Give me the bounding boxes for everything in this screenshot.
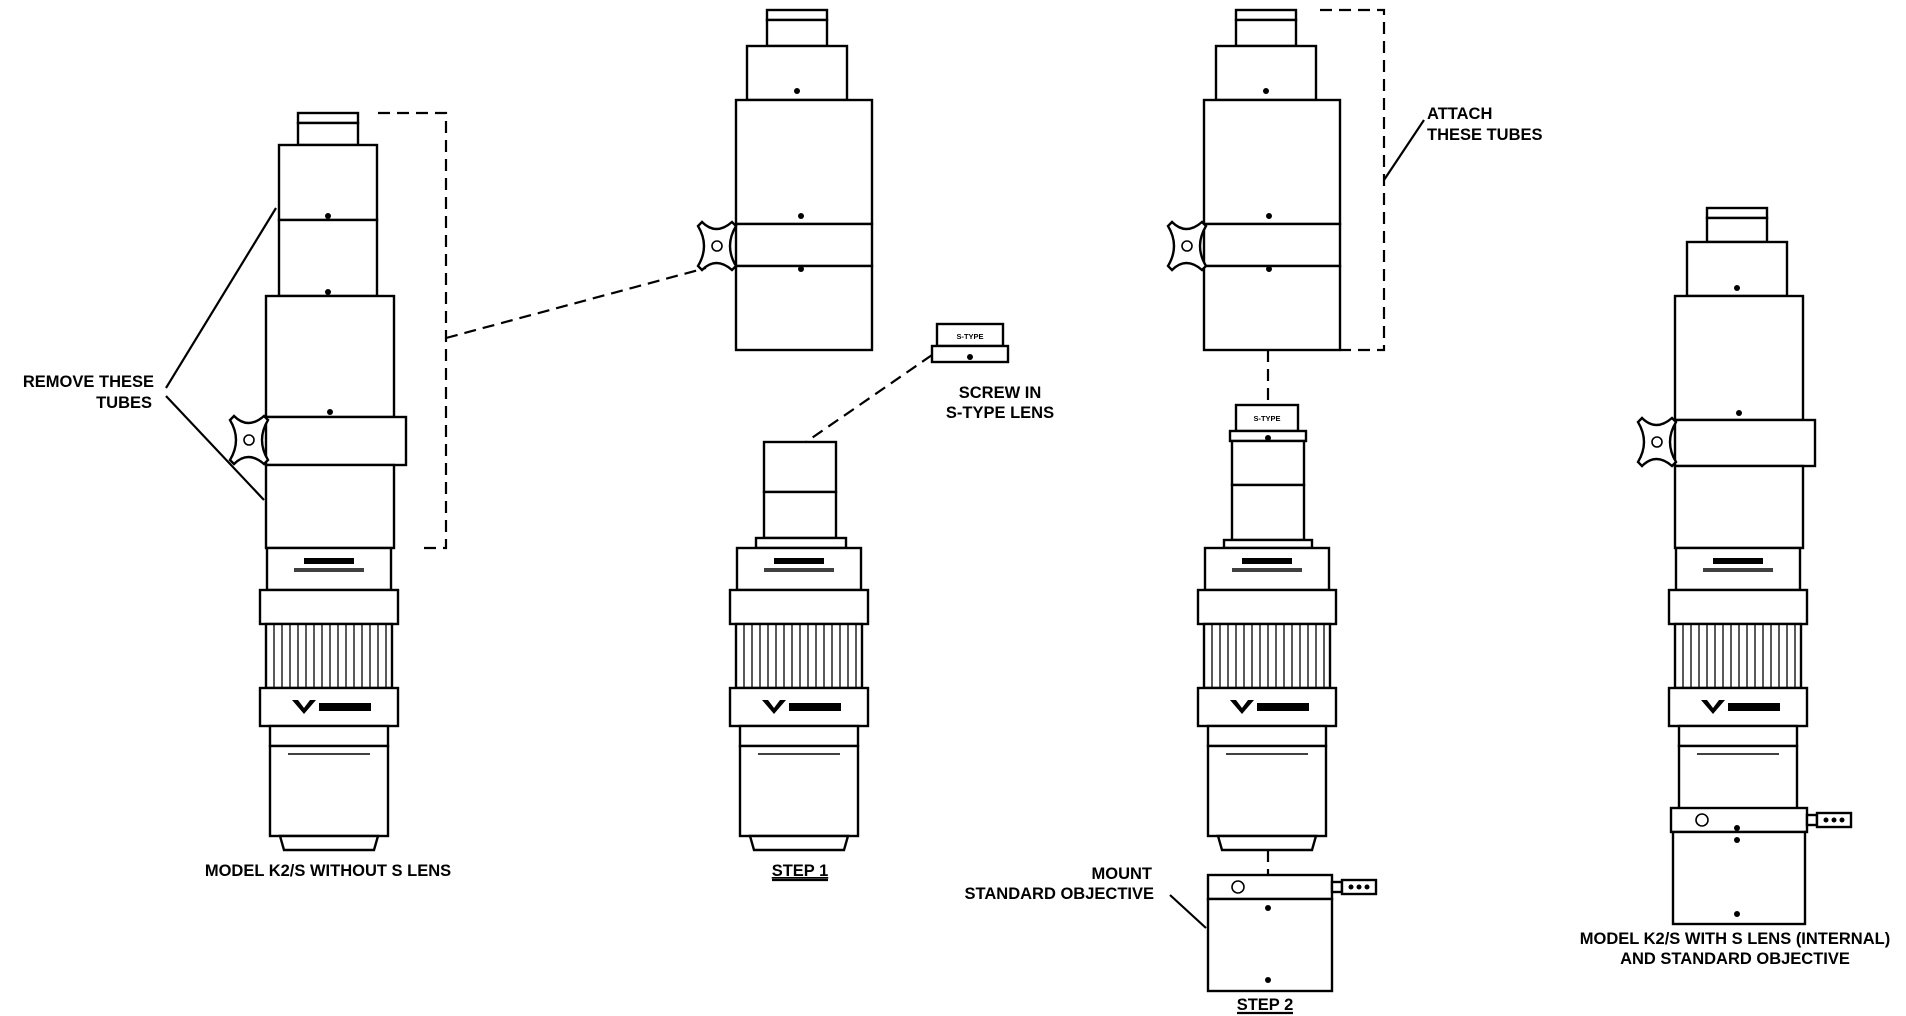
step2-attach-tubes xyxy=(1166,8,1342,352)
unit-without-s-lens xyxy=(228,111,408,852)
screw-in-connector xyxy=(805,354,933,443)
remove-tubes-label-line1: REMOVE THESE xyxy=(23,373,154,391)
screw-in-label-line1: SCREW IN xyxy=(959,384,1042,402)
remove-tubes-label-line2: TUBES xyxy=(96,394,152,412)
attach-tubes-leader xyxy=(1383,119,1425,181)
remove-tubes-bracket xyxy=(378,111,448,550)
remove-tubes-leader-upper xyxy=(165,207,277,389)
s-type-tag: S-TYPE xyxy=(956,332,983,341)
attach-tubes-label-line2: THESE TUBES xyxy=(1427,126,1543,144)
step2-body: S-TYPE xyxy=(1196,403,1338,852)
mount-objective-leader xyxy=(1169,894,1207,929)
step1-body xyxy=(728,440,870,852)
unit-with-s-lens xyxy=(1636,206,1853,926)
screw-in-label-line2: S-TYPE LENS xyxy=(946,404,1054,422)
step1-removed-tubes xyxy=(696,8,874,352)
attach-tubes-label-line1: ATTACH xyxy=(1427,105,1492,123)
remove-tubes-connector xyxy=(445,266,707,340)
model-without-caption: MODEL K2/S WITHOUT S LENS xyxy=(205,862,451,880)
step2-caption: STEP 2 xyxy=(1237,996,1294,1014)
standard-objective xyxy=(1206,873,1378,993)
remove-tubes-leader-lower xyxy=(165,395,265,501)
model-with-caption-line2: AND STANDARD OBJECTIVE xyxy=(1620,950,1850,968)
s-type-lens: S-TYPE xyxy=(930,322,1010,364)
step1-caption: STEP 1 xyxy=(772,862,829,880)
s-type-tag-mounted: S-TYPE xyxy=(1253,414,1280,423)
mount-objective-label-line1: MOUNT xyxy=(1092,865,1153,883)
mount-objective-label-line2: STANDARD OBJECTIVE xyxy=(965,885,1154,903)
model-with-caption-line1: MODEL K2/S WITH S LENS (INTERNAL) xyxy=(1580,930,1890,948)
